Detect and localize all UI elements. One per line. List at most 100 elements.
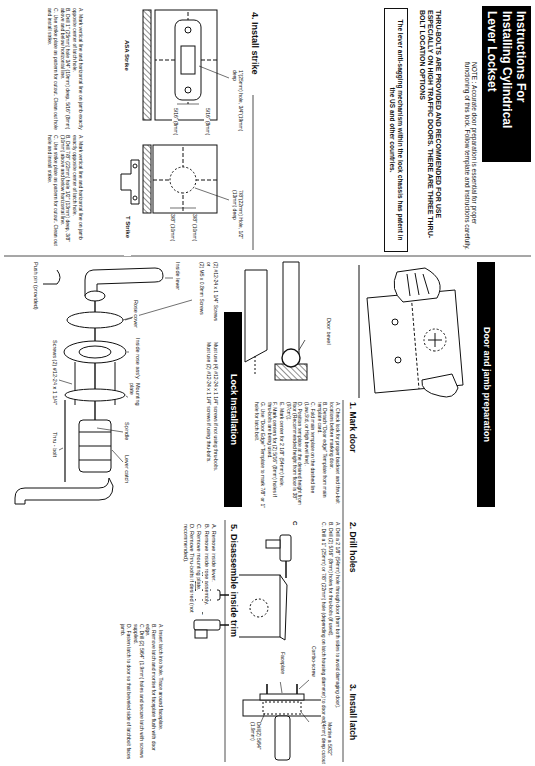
step-heading: 4. Install strike — [250, 12, 260, 94]
door-bevel-detail — [255, 356, 256, 376]
door-bevel-detail — [299, 340, 305, 350]
exploded-lock-view — [165, 278, 173, 279]
part-label-group: Thru - bolt — [51, 432, 58, 472]
step-text-group: A. Mark vertical line and horizontal lin… — [46, 8, 84, 130]
part-label-group: Spindle — [123, 422, 130, 452]
drill-illustration — [195, 630, 207, 638]
asa-strike — [175, 20, 201, 100]
dimension-label: 7/8"(22mm) Hole, 1/2"(13mm) deep — [232, 190, 244, 252]
step-heading: 5. Disassemble inside trim — [229, 524, 239, 704]
part-label: Thru - bolt — [52, 432, 58, 472]
step-text: B. Drill 7/8" (22mm) hole 1/2" (13mm) de… — [59, 135, 71, 253]
t-strike — [121, 145, 229, 213]
part-label-group: Combo-screw — [309, 646, 316, 680]
t-strike — [133, 196, 137, 200]
part-label: (2) M5 x 0.8mm Screws — [199, 262, 205, 338]
step-heading: 2. Drill holes — [347, 522, 357, 632]
panel-divider — [253, 95, 254, 250]
exploded-lock-view — [85, 291, 105, 301]
dimension-label-group: Mortise a 5/32" (4mm) deep cutout — [320, 722, 333, 764]
exploded-lock-view — [59, 448, 63, 450]
part-label: Lever catch — [124, 455, 130, 491]
part-label: Rose cover — [133, 300, 139, 336]
exploded-lock-view — [59, 380, 72, 384]
t-strike — [143, 145, 151, 213]
dimension-label: 5/16" (8mm) — [172, 108, 178, 142]
dimension-label: 1"(25mm) hole, 3/4"(19mm) deep — [232, 70, 244, 132]
dimension-label-group: 3/8" (10mm) — [168, 214, 175, 254]
dimension-label: 3/8" (10mm) — [191, 214, 197, 254]
section-band: Lock Installation — [224, 312, 242, 507]
exploded-lock-view — [79, 346, 111, 358]
part-label: or — [206, 262, 212, 338]
drill-illustration — [280, 535, 291, 561]
part-label: T Strike — [124, 216, 131, 256]
template-on-door — [422, 374, 458, 397]
step-text: D. Position template at the desired heig… — [285, 402, 302, 508]
template-on-door — [392, 319, 398, 325]
part-label-group: T Strike — [123, 216, 131, 256]
step-text: A. Insert latch into hole. Trace around … — [157, 624, 163, 762]
step-text: A. Remove inside lever. — [211, 524, 217, 619]
part-label-group: ASA Strike — [122, 40, 130, 90]
step-text: C. Fold main template on the dashed line… — [304, 402, 316, 508]
part-label-group: Inside lever — [174, 262, 181, 302]
exploded-lock-view — [79, 432, 111, 433]
part-label: Push pin (provided) — [33, 262, 39, 332]
step-text: G. Use "Door Edge" Template to mark 7/8"… — [254, 402, 266, 508]
panel-divider — [225, 520, 226, 762]
template-on-door — [395, 357, 401, 363]
latch-illustration — [266, 684, 268, 694]
exploded-lock-view — [97, 428, 123, 432]
exploded-lock-view — [112, 450, 123, 462]
step-heading: 3. Install latch — [347, 684, 357, 764]
asa-strike — [199, 66, 229, 78]
step-heading-group: 2. Drill holes — [346, 522, 357, 632]
step-text: D. Remove Thru-bolts if desired (not rec… — [182, 524, 195, 619]
part-label-group: Rose cover — [132, 300, 139, 336]
t-strike — [195, 188, 229, 200]
latch-illustration — [261, 713, 265, 722]
panel-divider — [343, 400, 344, 762]
template-on-door — [394, 268, 440, 302]
exploded-lock-view — [79, 446, 111, 447]
drill-illustration — [285, 585, 287, 640]
step-text: F. Mark centers for (2) 5/16" (8mm) hole… — [266, 402, 278, 508]
latch-illustration — [299, 680, 309, 689]
latch-illustration — [263, 702, 301, 714]
step-text-group: A. Remove inside lever.B. Remove inside … — [181, 524, 217, 619]
warning-text: THRU-BOLTS ARE PROVIDED AND RECOMMENDED … — [418, 10, 442, 252]
asa-strike — [185, 87, 191, 93]
node-text: Instructions For Installing Cylindrical … — [485, 11, 528, 157]
step-heading-group: 3. Install latch — [346, 684, 357, 764]
template-on-door — [359, 265, 463, 398]
dimension-label-group: 5/16" (8mm) — [203, 108, 210, 142]
t-strike — [170, 208, 196, 209]
dimension-label: 5/16" (8mm) — [204, 108, 210, 142]
exploded-lock-view — [127, 352, 129, 353]
asa-strike — [143, 10, 151, 120]
step-text: B. Remove latch and mortise for faceplat… — [145, 624, 157, 762]
part-label-group: Door bevel — [325, 318, 332, 368]
dimension-label-group: 7/8"(22mm) Hole, 1/2"(13mm) deep — [231, 190, 244, 252]
asa-strike — [181, 46, 195, 74]
part-label-group: Faceplate — [278, 652, 285, 682]
step-heading-group: 1. Mark door — [346, 402, 357, 507]
step-text: B. Remove inside rose assembly. — [203, 524, 209, 619]
drill-illustration — [250, 599, 268, 617]
latch-illustration — [275, 716, 290, 760]
asa-strike — [155, 10, 217, 120]
step-text: C. Use strike plate as pattern for cutou… — [47, 135, 59, 253]
asa-strike — [143, 10, 229, 120]
dimension-label-group: 5/16" (8mm) — [171, 108, 178, 142]
t-strike — [133, 164, 137, 168]
part-label: Inside rose ass'y — [135, 338, 141, 380]
dimension-label: 3/8" (10mm) — [169, 214, 175, 254]
step-text: A. Drill a 2 1/8" (54mm) hole through do… — [334, 522, 340, 758]
dimension-label: Drill(2) 5/64" (1.9mm) — [250, 722, 262, 764]
template-on-door — [424, 329, 446, 351]
exploded-lock-view — [79, 420, 111, 472]
note-text-group: NOTE : Accurate door preparation is esse… — [462, 62, 478, 252]
latch-illustration — [301, 712, 309, 722]
node-text: Door and jamb preparation — [481, 267, 492, 502]
